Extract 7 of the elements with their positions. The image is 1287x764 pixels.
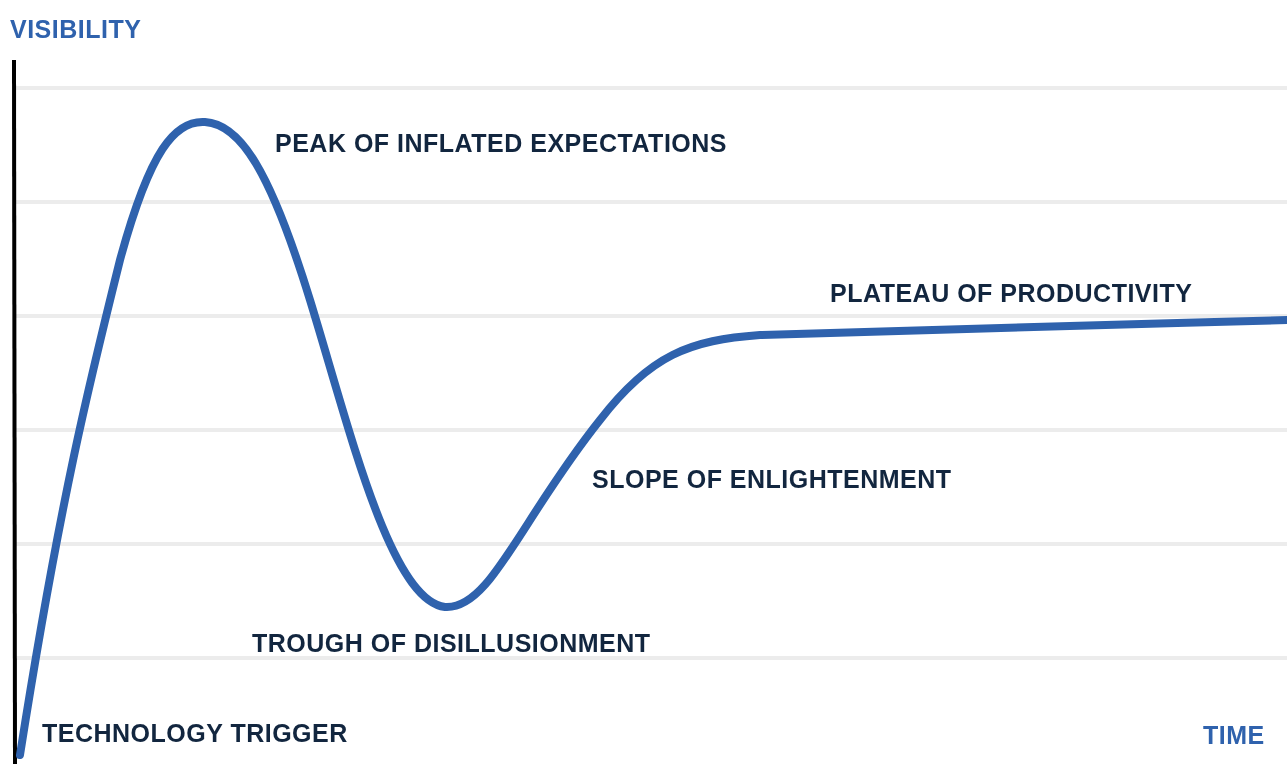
axis-label: VISIBILITY — [10, 14, 142, 44]
axis-label: TIME — [1203, 720, 1265, 750]
phase-label: PLATEAU OF PRODUCTIVITY — [830, 278, 1193, 308]
phase-label: PEAK OF INFLATED EXPECTATIONS — [275, 128, 727, 158]
phase-label: TECHNOLOGY TRIGGER — [42, 718, 348, 748]
phase-label: SLOPE OF ENLIGHTENMENT — [592, 464, 952, 494]
phase-label: TROUGH OF DISILLUSIONMENT — [252, 628, 651, 658]
